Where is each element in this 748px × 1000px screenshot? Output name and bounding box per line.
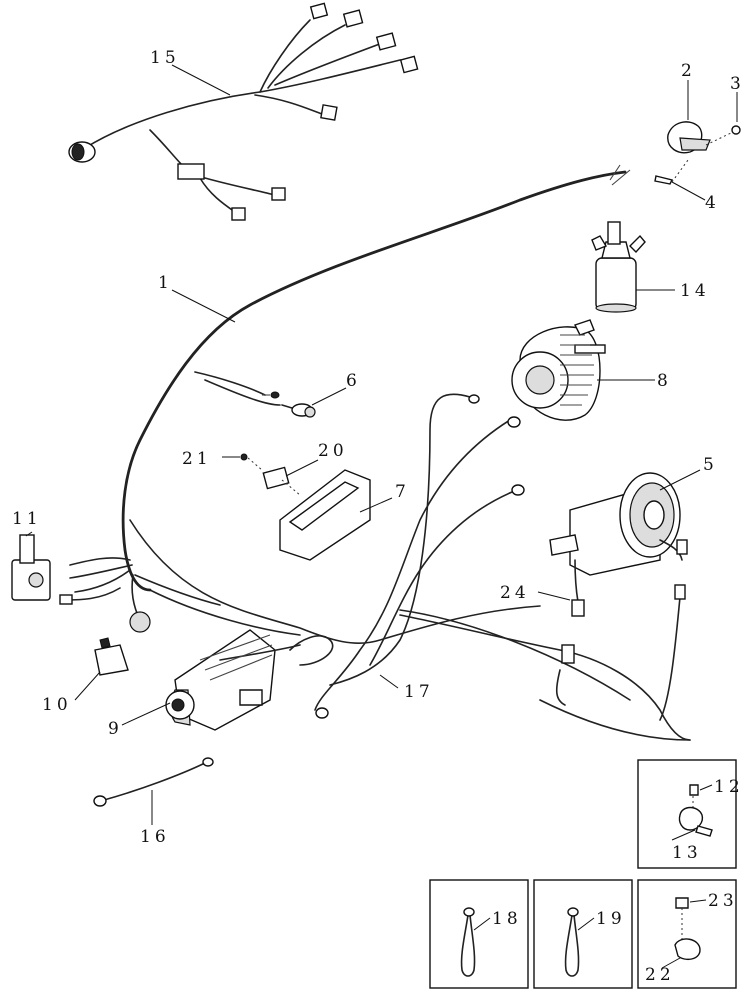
callout-19: 19 (596, 909, 626, 929)
callout-20: 20 (318, 441, 348, 461)
callout-7: 7 (395, 482, 410, 502)
compressor-5 (549, 472, 688, 617)
callout-8: 8 (657, 371, 672, 391)
callout-10: 10 (42, 695, 72, 715)
callout-18: 18 (492, 909, 522, 929)
callout-9: 9 (108, 719, 123, 739)
callout-16: 16 (140, 827, 170, 847)
inset-box-18 (429, 879, 529, 989)
callout-6: 6 (346, 371, 361, 391)
component-10 (94, 637, 129, 676)
callout-4: 4 (705, 193, 720, 213)
callout-24: 24 (500, 583, 530, 603)
main-harness (59, 164, 631, 666)
callout-3: 3 (730, 74, 745, 94)
inset-box-19 (533, 879, 633, 989)
component-11 (11, 534, 51, 601)
callout-15: 15 (150, 48, 180, 68)
sender-6 (262, 391, 316, 418)
harness-15 (68, 2, 419, 221)
callout-13: 13 (672, 843, 702, 863)
callout-11: 11 (12, 509, 42, 529)
callout-17: 17 (404, 682, 434, 702)
callout-22: 22 (645, 965, 675, 985)
callout-14: 14 (680, 281, 710, 301)
leader-lines (25, 64, 738, 969)
alternator-8 (511, 319, 606, 421)
ground-strap-16 (93, 757, 214, 807)
callout-labels: 1 2 3 4 5 6 7 8 9 10 11 12 13 14 15 16 1… (12, 48, 745, 985)
callout-2: 2 (681, 61, 696, 81)
callout-5: 5 (703, 455, 718, 475)
callout-1: 1 (158, 273, 173, 293)
callout-12: 12 (714, 777, 744, 797)
coil-14 (591, 221, 646, 313)
inset-box-22-23 (637, 879, 737, 989)
callout-23: 23 (708, 891, 738, 911)
harness-17 (314, 393, 691, 741)
starter-9 (165, 629, 301, 731)
callout-21: 21 (182, 449, 212, 469)
horn-assembly (654, 121, 741, 185)
controller-7 (240, 453, 371, 561)
inset-box-12-13 (637, 759, 737, 869)
